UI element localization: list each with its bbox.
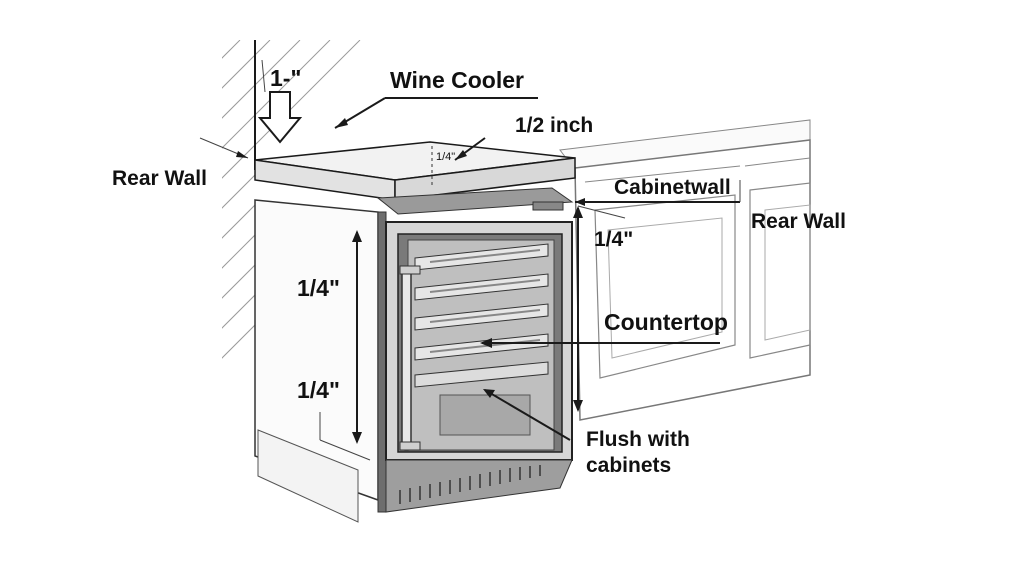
door-handle [401, 269, 412, 451]
countertop-slab [254, 141, 576, 201]
kickplate-vent [385, 459, 573, 513]
wine-cooler-label: Wine Cooler [390, 67, 524, 93]
rear-wall-right-label: Rear Wall [751, 210, 846, 233]
rear-wall-left-label: Rear Wall [112, 167, 207, 190]
side-panel [254, 199, 379, 523]
wine-cooler [376, 187, 574, 513]
down-arrow-icon [257, 91, 303, 144]
flush-label-line1: Flush with [586, 428, 690, 451]
cabinet-run [559, 119, 811, 421]
countertop-label: Countertop [604, 309, 728, 335]
wine-racks [414, 243, 549, 436]
quarter-right-label: 1/4" [594, 228, 633, 251]
quarter-small-label: 1/4" [436, 151, 455, 163]
half-inch-label: 1/2 inch [515, 114, 593, 137]
quarter-left-upper-label: 1/4" [297, 275, 340, 301]
vent-slats [399, 465, 541, 504]
flush-leader [484, 389, 571, 441]
top-dimension-label: 1-" [270, 65, 301, 91]
dimension-lines [199, 59, 741, 461]
cabinetwall-label: Cabinetwall [614, 176, 731, 199]
quarter-left-lower-label: 1/4" [297, 377, 340, 403]
flush-label-line2: cabinets [586, 454, 671, 477]
